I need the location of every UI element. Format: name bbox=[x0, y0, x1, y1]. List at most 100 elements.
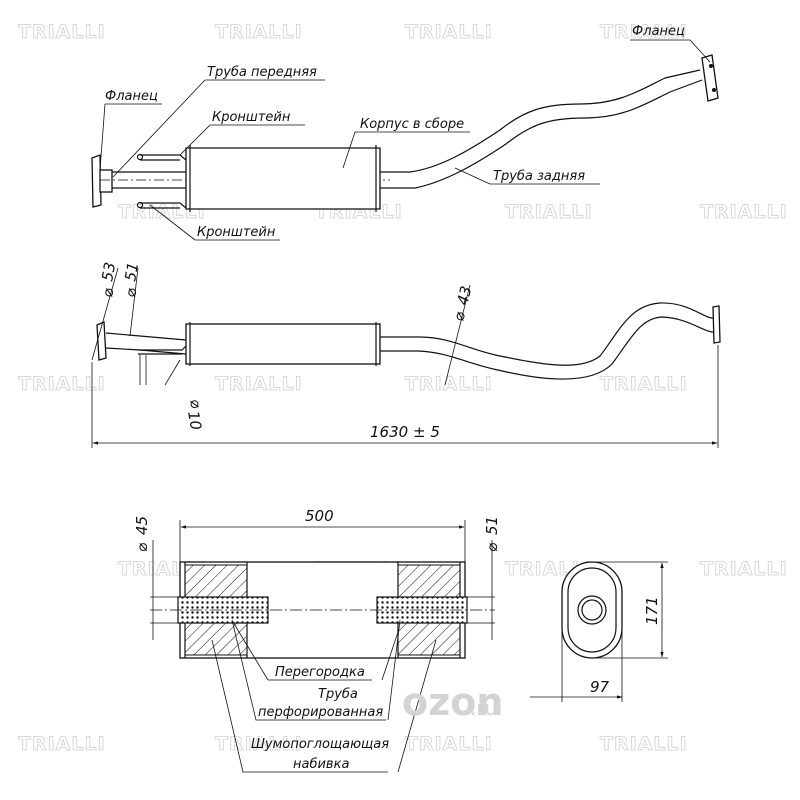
dim-value-51-body: 51 bbox=[483, 516, 501, 535]
leader-perforated bbox=[231, 619, 401, 721]
ozon-logo-text: ozon bbox=[402, 680, 503, 724]
side-bracket bbox=[138, 345, 187, 351]
dim-phi-43-symbol: ⌀ bbox=[449, 310, 469, 323]
watermark: TRIALLI bbox=[215, 733, 303, 755]
dim-value-97: 97 bbox=[590, 678, 610, 696]
oval-outer bbox=[561, 561, 623, 659]
watermark: TRIALLI bbox=[18, 21, 106, 43]
dim-ext-length bbox=[91, 345, 719, 448]
view-top-assembly: Фланец Труба передняя Фланец Кронштейн К… bbox=[91, 24, 719, 241]
flange-bolt bbox=[709, 64, 713, 68]
watermark: TRIALLI bbox=[405, 733, 493, 755]
leader-filling bbox=[211, 639, 437, 773]
dim-ext-45 bbox=[150, 596, 178, 624]
dim-phi-51-symbol: ⌀ bbox=[483, 543, 501, 552]
label-body-assembly: Корпус в сборе bbox=[360, 117, 464, 132]
filling-left-bottom bbox=[184, 622, 248, 656]
leader-bracket-bottom bbox=[149, 204, 280, 241]
dim-phi-45-symbol: ⌀ bbox=[133, 543, 151, 552]
dim-value-43: 43 bbox=[453, 284, 475, 307]
label-pipe-rear: Труба задняя bbox=[493, 169, 585, 184]
left-flange bbox=[91, 154, 102, 208]
leader-body bbox=[342, 131, 470, 169]
side-body-seams bbox=[189, 322, 377, 366]
label-bracket-top: Кронштейн bbox=[212, 110, 291, 125]
leader-bracket-top bbox=[179, 124, 305, 156]
side-front-pipe bbox=[105, 332, 187, 355]
label-flange-right: Фланец bbox=[632, 24, 685, 39]
dim-total-tolerance: ± 5 bbox=[413, 423, 440, 441]
filling-left-top bbox=[184, 564, 248, 598]
dim-ext-51 bbox=[467, 596, 495, 624]
oval-inner bbox=[567, 567, 617, 653]
watermark: TRIALLI bbox=[600, 733, 688, 755]
dim-value-51-top: 51 bbox=[121, 261, 142, 283]
dim-line-53 bbox=[91, 267, 119, 361]
watermark: TRIALLI bbox=[600, 373, 688, 395]
label-perforated-2: перфорированная bbox=[258, 705, 383, 720]
watermark: TRIALLI bbox=[700, 558, 788, 580]
dim-value-10: 10 bbox=[184, 410, 205, 432]
leader-baffle bbox=[232, 621, 399, 681]
watermark: TRIALLI bbox=[405, 373, 493, 395]
view-side-dimensions: ⌀ 53 ⌀ 51 ⌀ 10 ⌀ 43 1630 ± 5 bbox=[91, 261, 721, 448]
dim-phi-53-symbol: ⌀ bbox=[98, 287, 117, 299]
front-pipe bbox=[112, 171, 188, 189]
label-flange-left: Фланец bbox=[105, 89, 158, 104]
flange-collar bbox=[99, 169, 113, 193]
watermark: TRIALLI bbox=[405, 21, 493, 43]
dim-total-length: 1630 bbox=[370, 423, 408, 441]
side-right-flange bbox=[712, 305, 721, 344]
dim-ext-10 bbox=[139, 355, 147, 385]
label-pipe-front: Труба передняя bbox=[207, 65, 317, 80]
muffler-body bbox=[185, 147, 381, 210]
oval-pipe-outer bbox=[577, 595, 607, 625]
top-bracket-end bbox=[136, 153, 144, 161]
view-end-oval: 171 97 bbox=[530, 561, 668, 702]
leader-pipe-rear bbox=[454, 167, 600, 185]
watermark: TRIALLI bbox=[215, 373, 303, 395]
side-muffler-body bbox=[185, 323, 381, 365]
top-bracket bbox=[140, 154, 187, 161]
rear-pipe-upper bbox=[380, 69, 701, 173]
label-bracket-bottom: Кронштейн bbox=[197, 225, 276, 240]
ozon-logo-domain: .ru bbox=[470, 696, 497, 720]
watermark: TRIALLI bbox=[600, 21, 688, 43]
label-filling-2: набивка bbox=[293, 757, 349, 772]
side-left-flange bbox=[96, 321, 107, 361]
filling-right-bottom bbox=[397, 622, 461, 656]
label-filling-1: Шумопоглощающая bbox=[251, 737, 389, 752]
watermark: TRIALLI bbox=[215, 21, 303, 43]
muffler-body-seams bbox=[189, 145, 377, 212]
dim-line-51 bbox=[129, 267, 139, 337]
dim-value-45: 45 bbox=[133, 516, 151, 535]
leader-flange-left bbox=[99, 103, 162, 171]
dim-phi-10-symbol: ⌀ bbox=[186, 398, 205, 410]
dim-line-43 bbox=[444, 284, 471, 386]
ozon-logo: ozon .ru bbox=[402, 680, 503, 724]
label-perforated-1: Труба bbox=[318, 687, 358, 702]
dim-value-171: 171 bbox=[643, 596, 661, 625]
dim-ext-171 bbox=[596, 561, 668, 659]
bottom-bracket bbox=[140, 202, 187, 209]
bottom-bracket-end bbox=[136, 201, 144, 209]
leader-pipe-front bbox=[112, 79, 325, 178]
dim-value-500: 500 bbox=[305, 507, 334, 525]
side-rear-pipe-lower bbox=[380, 316, 717, 380]
watermark: TRIALLI bbox=[700, 201, 788, 223]
dim-ext-500 bbox=[179, 520, 466, 562]
rear-pipe-lower bbox=[380, 79, 703, 189]
watermark: TRIALLI bbox=[18, 373, 106, 395]
watermark: TRIALLI bbox=[18, 733, 106, 755]
view-muffler-section: ⌀ 45 ⌀ 51 500 Перегородка Труба перфорир… bbox=[133, 507, 501, 773]
flange-bolt bbox=[712, 88, 716, 92]
label-baffle: Перегородка bbox=[275, 665, 365, 680]
side-rear-pipe-upper bbox=[380, 302, 716, 366]
dim-line-10 bbox=[164, 359, 181, 386]
leader-flange-right bbox=[630, 39, 711, 63]
baffles bbox=[246, 562, 399, 658]
filling-right-top bbox=[397, 564, 461, 598]
watermark: TRIALLI bbox=[505, 201, 593, 223]
